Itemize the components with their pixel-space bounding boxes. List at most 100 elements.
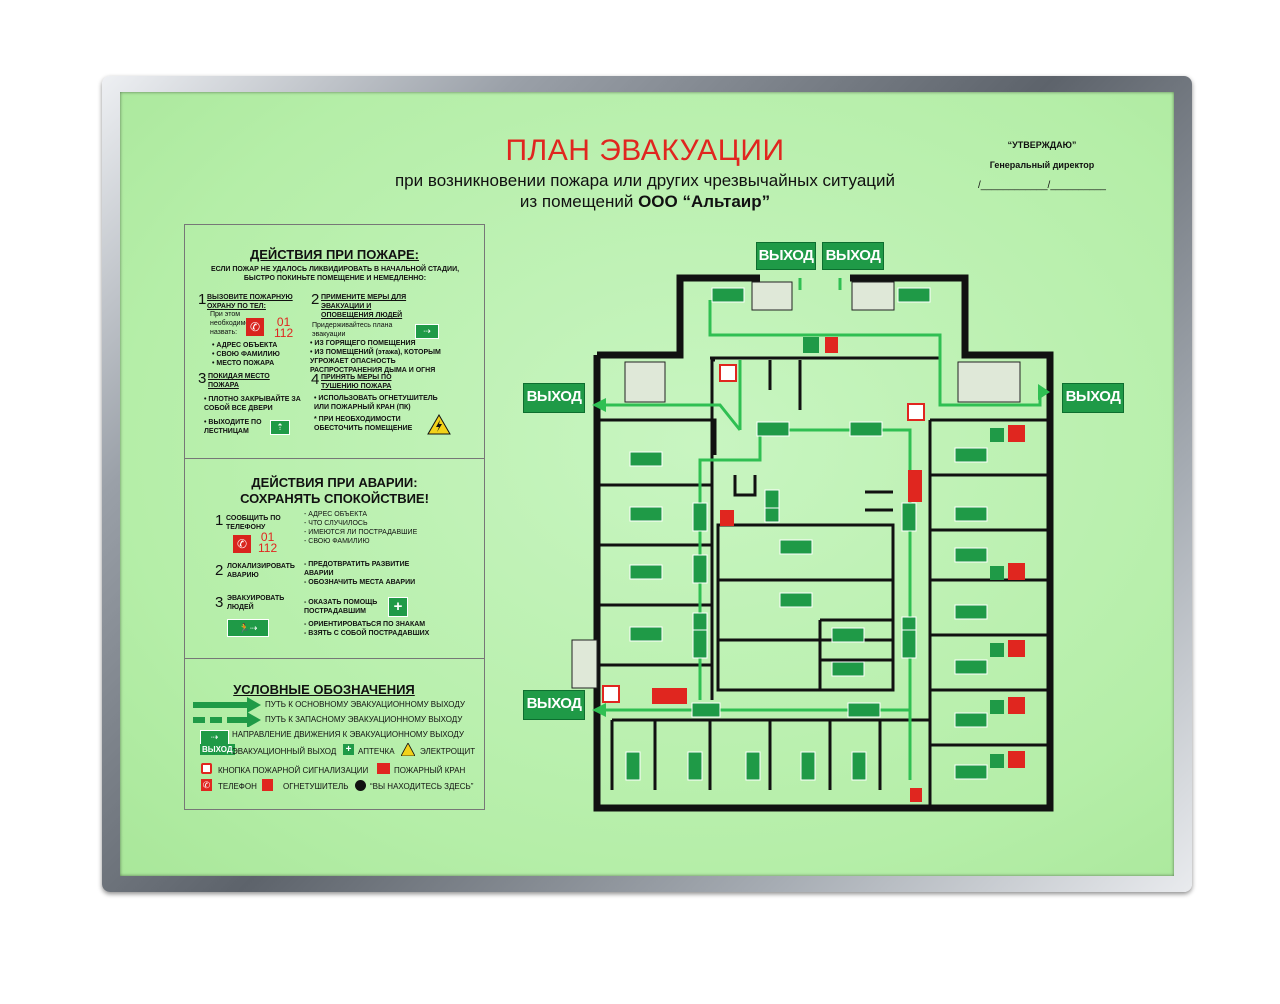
- exit-sign-left: ВЫХОД: [523, 383, 585, 413]
- phone-number-01: 01: [276, 315, 291, 329]
- fire-intro: ЕСЛИ ПОЖАР НЕ УДАЛОСЬ ЛИКВИДИРОВАТЬ В НА…: [210, 266, 460, 282]
- first-aid-icon: +: [388, 597, 408, 617]
- fire-step-1-note: При этом необходимо назвать:: [210, 311, 250, 336]
- list-item: • ИСПОЛЬЗОВАТЬ ОГНЕТУШИТЕЛЬ ИЛИ ПОЖАРНЫЙ…: [314, 395, 438, 411]
- list-item: • ВЫХОДИТЕ ПО ЛЕСТНИЦАМ: [204, 419, 262, 435]
- accident-actions-panel: [184, 458, 485, 658]
- fire-step-2-list: • ИЗ ГОРЯЩЕГО ПОМЕЩЕНИЯ • ИЗ ПОМЕЩЕНИЙ (…: [310, 339, 460, 375]
- legend-heading: УСЛОВНЫЕ ОБОЗНАЧЕНИЯ: [233, 682, 415, 697]
- fire-actions-panel: [184, 224, 485, 458]
- accident-heading-line-1: ДЕЙСТВИЯ ПРИ АВАРИИ:: [251, 475, 418, 490]
- exit-direction-icon: ⇢: [200, 727, 229, 745]
- legend-extinguisher: ОГНЕТУШИТЕЛЬ: [283, 782, 349, 791]
- route-arrowhead: [1038, 384, 1050, 400]
- list-item: * ПРИ НЕОБХОДИМОСТИ ОБЕСТОЧИТЬ ПОМЕЩЕНИЕ: [314, 416, 413, 432]
- list-item: - ОБОЗНАЧИТЬ МЕСТА АВАРИИ: [304, 579, 416, 586]
- legend-phone: ТЕЛЕФОН: [218, 782, 257, 791]
- route-arrows-icon: [193, 697, 261, 727]
- exit-sign-right: ВЫХОД: [1062, 383, 1124, 413]
- subtitle-line-2: из помещений ООО “Альтаир”: [330, 191, 960, 212]
- fire-hydrant-icon: [377, 763, 390, 774]
- legend-exit: ЭВАКУАЦИОННЫЙ ВЫХОД: [232, 747, 337, 756]
- subtitle-line-1: при возникновении пожара или других чрез…: [394, 171, 896, 190]
- legend-main-route: ПУТЬ К ОСНОВНОМУ ЭВАКУАЦИОННОМУ ВЫХОДУ: [265, 700, 465, 709]
- phone-icon: ✆: [201, 779, 212, 791]
- exit-sign-bottom-left: ВЫХОД: [523, 690, 585, 720]
- list-item: - ОКАЗАТЬ ПОМОЩЬ ПОСТРАДАВШИМ: [304, 599, 378, 615]
- approval-block: “УТВЕРЖДАЮ” Генеральный директор /______…: [968, 140, 1116, 201]
- list-item: - ИМЕЮТСЯ ЛИ ПОСТРАДАВШИЕ: [304, 529, 418, 536]
- accident-heading: ДЕЙСТВИЯ ПРИ АВАРИИ: СОХРАНЯТЬ СПОКОЙСТВ…: [184, 475, 485, 507]
- route-arrowhead: [592, 398, 606, 412]
- fire-heading: ДЕЙСТВИЯ ПРИ ПОЖАРЕ:: [249, 247, 420, 262]
- accident-step-2-number: 2: [215, 562, 224, 579]
- approval-position: Генеральный директор: [989, 160, 1095, 170]
- legend-panel-label: ЭЛЕКТРОЩИТ: [420, 747, 476, 756]
- accident-step-3-list: - ОРИЕНТИРОВАТЬСЯ ПО ЗНАКАМ - ВЗЯТЬ С СО…: [304, 620, 464, 638]
- stairs: [571, 281, 1021, 689]
- list-item: • АДРЕС ОБЪЕКТА: [212, 342, 278, 349]
- route-arrowhead: [592, 703, 606, 717]
- approval-label: “УТВЕРЖДАЮ”: [1007, 140, 1077, 150]
- fire-step-3-title: ПОКИДАЯ МЕСТО ПОЖАРА: [208, 373, 270, 389]
- list-item: - ПРЕДОТВРАТИТЬ РАЗВИТИЕ АВАРИИ: [304, 561, 410, 577]
- organization-name: ООО “Альтаир”: [638, 192, 771, 211]
- list-item: - ЧТО СЛУЧИЛОСЬ: [304, 520, 368, 527]
- extinguisher-icon: [262, 779, 273, 791]
- accident-step-1-number: 1: [215, 512, 224, 529]
- fire-step-4-number: 4: [311, 371, 320, 388]
- you-are-here-icon: [355, 780, 366, 791]
- signature-line: /____________/__________: [978, 180, 1106, 191]
- list-item: • МЕСТО ПОЖАРА: [212, 360, 275, 367]
- electrical-hazard-icon: [427, 414, 451, 435]
- list-item: • ПЛОТНО ЗАКРЫВАЙТЕ ЗА СОБОЙ ВСЕ ДВЕРИ: [204, 396, 301, 412]
- page-title: ПЛАН ЭВАКУАЦИИ: [505, 134, 785, 167]
- exit-direction-icon: ⇢: [415, 321, 439, 339]
- alarm-button-icon: [201, 763, 212, 774]
- accident-step-3-number: 3: [215, 594, 224, 611]
- exit-direction-icon: 🏃⇢: [227, 618, 269, 637]
- accident-step-3-title: ЭВАКУИРОВАТЬ ЛЮДЕЙ: [227, 595, 285, 611]
- list-item: - ВЗЯТЬ С СОБОЙ ПОСТРАДАВШИХ: [304, 630, 430, 637]
- fire-step-1-number: 1: [198, 291, 207, 308]
- exit-badge-icon: ВЫХОД: [200, 744, 235, 755]
- fire-step-1-title: ВЫЗОВИТЕ ПОЖАРНУЮ ОХРАНУ ПО ТЕЛ:: [207, 294, 293, 310]
- legend-spare-route: ПУТЬ К ЗАПАСНОМУ ЭВАКУАЦИОННОМУ ВЫХОДУ: [265, 715, 463, 724]
- first-aid-icon: +: [343, 744, 354, 755]
- legend-first-aid: АПТЕЧКА: [358, 747, 395, 756]
- safety-icons: [602, 337, 1025, 802]
- legend-panel: [184, 658, 485, 810]
- legend-you-are-here: “ВЫ НАХОДИТЕСЬ ЗДЕСЬ”: [370, 782, 474, 791]
- stairs-icon: ⇡: [270, 417, 290, 435]
- outer-walls: [593, 274, 1054, 812]
- list-item: • СВОЮ ФАМИЛИЮ: [212, 351, 280, 358]
- fire-step-2-note: Придерживайтесь плана эвакуации: [312, 322, 393, 338]
- phone-number-112: 112: [274, 326, 294, 340]
- exit-sign-top-left: ВЫХОД: [756, 242, 816, 270]
- phone-icon: ✆: [233, 535, 251, 553]
- phone-icon: ✆: [246, 318, 264, 336]
- page-subtitle: при возникновении пожара или других чрез…: [330, 170, 960, 212]
- legend-hydrant: ПОЖАРНЫЙ КРАН: [394, 766, 466, 775]
- fire-step-3-number: 3: [198, 370, 207, 387]
- fire-step-2-title: ПРИМЕНИТЕ МЕРЫ ДЛЯ ЭВАКУАЦИИ И ОПОВЕЩЕНИ…: [321, 294, 407, 319]
- legend-alarm-button: КНОПКА ПОЖАРНОЙ СИГНАЛИЗАЦИИ: [218, 766, 369, 775]
- accident-heading-line-2: СОХРАНЯТЬ СПОКОЙСТВИЕ!: [240, 491, 429, 506]
- fire-step-1-list: • АДРЕС ОБЪЕКТА • СВОЮ ФАМИЛИЮ • МЕСТО П…: [212, 341, 280, 368]
- accident-step-1-title: СООБЩИТЬ ПО ТЕЛЕФОНУ: [226, 515, 281, 531]
- fire-step-4-title: ПРИНЯТЬ МЕРЫ ПО ТУШЕНИЮ ПОЖАРА: [321, 374, 392, 390]
- electrical-hazard-icon: [401, 743, 415, 756]
- list-item: - СВОЮ ФАМИЛИЮ: [304, 538, 370, 545]
- subtitle-prefix: из помещений: [519, 192, 639, 211]
- fire-step-2-number: 2: [311, 291, 320, 308]
- phone-number-112: 112: [258, 541, 278, 555]
- accident-step-1-list: - АДРЕС ОБЪЕКТА - ЧТО СЛУЧИЛОСЬ - ИМЕЮТС…: [304, 510, 464, 546]
- list-item: - ОРИЕНТИРОВАТЬСЯ ПО ЗНАКАМ: [304, 621, 426, 628]
- list-item: - АДРЕС ОБЪЕКТА: [304, 511, 368, 518]
- accident-step-2-list: - ПРЕДОТВРАТИТЬ РАЗВИТИЕ АВАРИИ - ОБОЗНА…: [304, 560, 434, 587]
- floor-plan: [571, 274, 1054, 812]
- accident-step-2-title: ЛОКАЛИЗИРОВАТЬ АВАРИЮ: [227, 563, 295, 579]
- list-item: • ИЗ ГОРЯЩЕГО ПОМЕЩЕНИЯ: [310, 340, 416, 347]
